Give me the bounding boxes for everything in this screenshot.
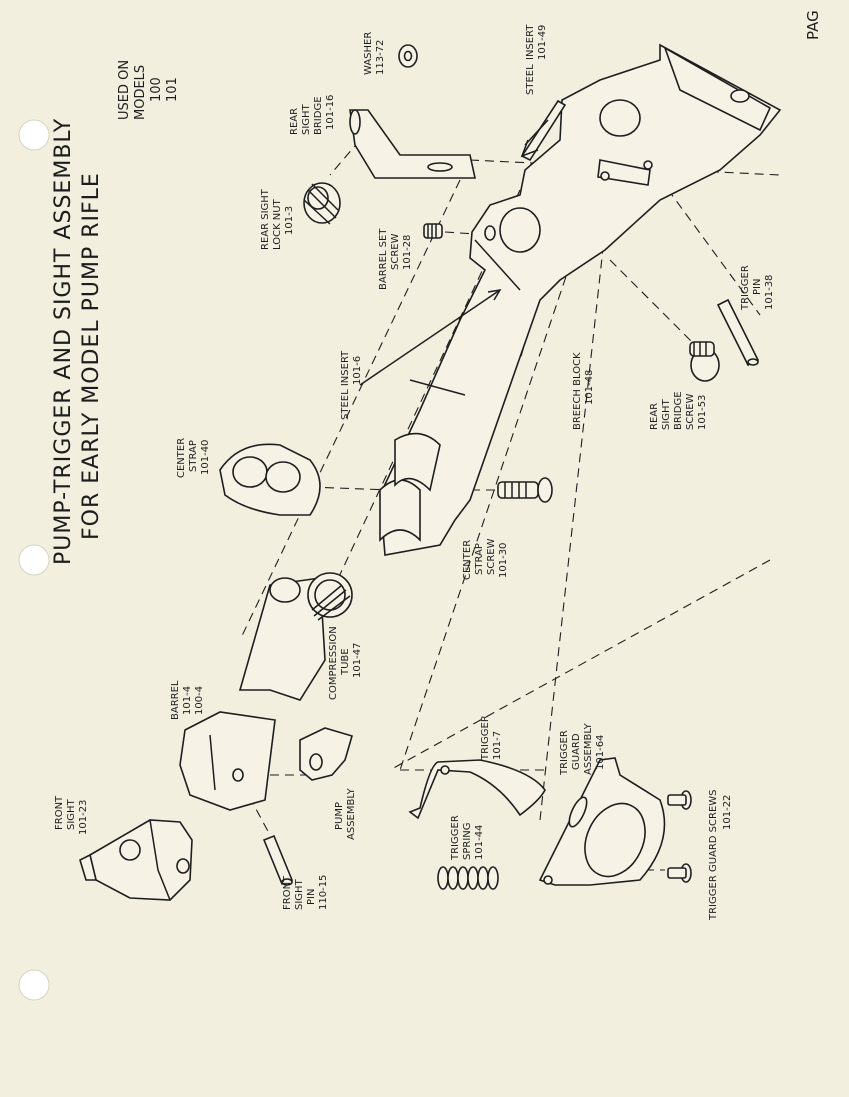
- breech-block-part: [379, 43, 782, 556]
- front-sight-label-2: SIGHT: [66, 798, 77, 830]
- pump-assembly-part: [299, 727, 353, 781]
- trigger-number: 101-7: [492, 731, 503, 760]
- rear-sight-bridge-label-3: BRIDGE: [313, 96, 324, 135]
- rs-bridge-screw-label-2: SIGHT: [661, 398, 672, 430]
- trigger-guard-screws-part: [667, 790, 692, 883]
- compression-tube-label-1: COMPRESSION: [328, 626, 339, 700]
- models-heading-2: MODELS: [133, 65, 148, 120]
- trigger-guard-screws-label: TRIGGER GUARD SCREWS: [708, 789, 719, 921]
- trigger-guard-screws-number: 101-22: [722, 795, 733, 830]
- steel-insert-mid-label: STEEL INSERT: [340, 350, 351, 420]
- rs-bridge-screw-label-1: REAR: [649, 403, 660, 430]
- barrel-set-screw-part: [423, 223, 443, 239]
- trigger-pin-label-2: PIN: [752, 279, 763, 295]
- front-sight-part: [79, 819, 193, 901]
- rs-bridge-screw-label-3: BRIDGE: [673, 391, 684, 430]
- steel-insert-mid-number: 101-6: [352, 356, 363, 385]
- center-strap-screw-number: 101-30: [498, 543, 509, 578]
- rear-sight-lock-nut-label-1: REAR SIGHT: [260, 188, 271, 250]
- trigger-guard-assembly-number: 101-64: [595, 735, 606, 770]
- trigger-pin-part: [716, 298, 760, 367]
- center-strap-screw-label-2: STRAP: [474, 543, 485, 575]
- steel-insert-top-number: 101-49: [537, 25, 548, 60]
- breech-block-number: 101-48: [584, 370, 595, 405]
- trigger-label: TRIGGER: [480, 715, 491, 761]
- model-101: 101: [165, 77, 180, 102]
- trigger-spring-number: 101-44: [474, 825, 485, 860]
- barrel-number-1: 101-4: [182, 686, 193, 715]
- front-sight-pin-number: 110-15: [318, 875, 329, 910]
- steel-insert-top-label-2: INSERT: [525, 24, 536, 60]
- barrel-part: [179, 711, 276, 811]
- barrel-number-2: 100-4: [194, 686, 205, 715]
- trigger-guard-assembly-label-1: TRIGGER: [559, 730, 570, 776]
- center-strap-label-1: CENTER: [176, 438, 187, 478]
- center-strap-screw-part: [497, 477, 553, 503]
- rear-sight-bridge-screw-part: [689, 341, 720, 382]
- pump-assembly-label-1: PUMP: [334, 802, 345, 830]
- page-number-label: PAG: [804, 10, 822, 40]
- steel-insert-mid-arrow: [359, 288, 502, 386]
- center-strap-label-2: STRAP: [188, 440, 199, 472]
- trigger-spring-part: [437, 866, 499, 890]
- trigger-guard-assembly-label-3: ASSEMBLY: [583, 722, 594, 775]
- barrel-set-screw-number: 101-28: [402, 235, 413, 270]
- center-strap-part: [219, 443, 321, 516]
- center-strap-screw-label-1: CENTER: [462, 540, 473, 580]
- steel-insert-top-part: [520, 99, 567, 162]
- models-block: USED ON MODELS 100 101: [117, 60, 180, 120]
- breech-block-label: BREECH BLOCK: [572, 352, 583, 430]
- model-100: 100: [149, 77, 164, 102]
- trigger-pin-number: 101-38: [764, 275, 775, 310]
- center-strap-number: 101-40: [200, 440, 211, 475]
- front-sight-pin-label-3: PIN: [306, 889, 317, 905]
- compression-tube-number: 101-47: [352, 643, 363, 678]
- trigger-guard-assembly-part: [538, 757, 666, 886]
- washer-label: WASHER: [363, 32, 374, 75]
- steel-insert-top-label-1: STEEL: [525, 64, 536, 95]
- pump-assembly-label-2: ASSEMBLY: [346, 787, 357, 840]
- barrel-set-screw-label-1: BARREL SET: [378, 228, 389, 290]
- barrel-set-screw-label-2: SCREW: [390, 233, 401, 270]
- front-sight-pin-label-1: FRONT: [282, 875, 293, 910]
- washer-part: [398, 44, 418, 68]
- rear-sight-lock-nut-label-2: LOCK NUT: [272, 198, 283, 250]
- trigger-pin-label-1: TRIGGER: [740, 265, 751, 311]
- front-sight-pin-part: [262, 834, 294, 886]
- rs-bridge-screw-label-4: SCREW: [685, 393, 696, 430]
- rs-bridge-screw-number: 101-53: [697, 395, 708, 430]
- binder-holes: [18, 119, 50, 1001]
- title-block: PUMP-TRIGGER AND SIGHT ASSEMBLY FOR EARL…: [51, 118, 104, 565]
- part-labels: WASHER 113-72 STEEL INSERT 101-49 REAR S…: [54, 24, 775, 921]
- washer-number: 113-72: [375, 40, 386, 75]
- compression-tube-part: [238, 572, 353, 701]
- compression-tube-label-2: TUBE: [340, 648, 351, 676]
- rear-sight-lock-nut-part: [303, 182, 341, 225]
- rear-sight-bridge-label-2: SIGHT: [301, 103, 312, 135]
- title-line-1: PUMP-TRIGGER AND SIGHT ASSEMBLY: [51, 118, 76, 565]
- front-sight-label-1: FRONT: [54, 795, 65, 830]
- rear-sight-lock-nut-number: 101-3: [284, 206, 295, 235]
- center-strap-screw-label-3: SCREW: [486, 538, 497, 575]
- trigger-spring-label-2: SPRING: [462, 822, 473, 860]
- trigger-spring-label-1: TRIGGER: [450, 815, 461, 861]
- models-heading-1: USED ON: [117, 60, 132, 120]
- front-sight-pin-label-2: SIGHT: [294, 878, 305, 910]
- barrel-label: BARREL: [170, 680, 181, 720]
- front-sight-number: 101-23: [78, 800, 89, 835]
- rear-sight-bridge-label-1: REAR: [289, 108, 300, 135]
- trigger-part: [408, 759, 546, 820]
- rear-sight-bridge-number: 101-16: [325, 95, 336, 130]
- rear-sight-bridge-part: [349, 109, 476, 179]
- trigger-guard-assembly-label-2: GUARD: [571, 733, 582, 770]
- title-line-2: FOR EARLY MODEL PUMP RIFLE: [79, 172, 104, 540]
